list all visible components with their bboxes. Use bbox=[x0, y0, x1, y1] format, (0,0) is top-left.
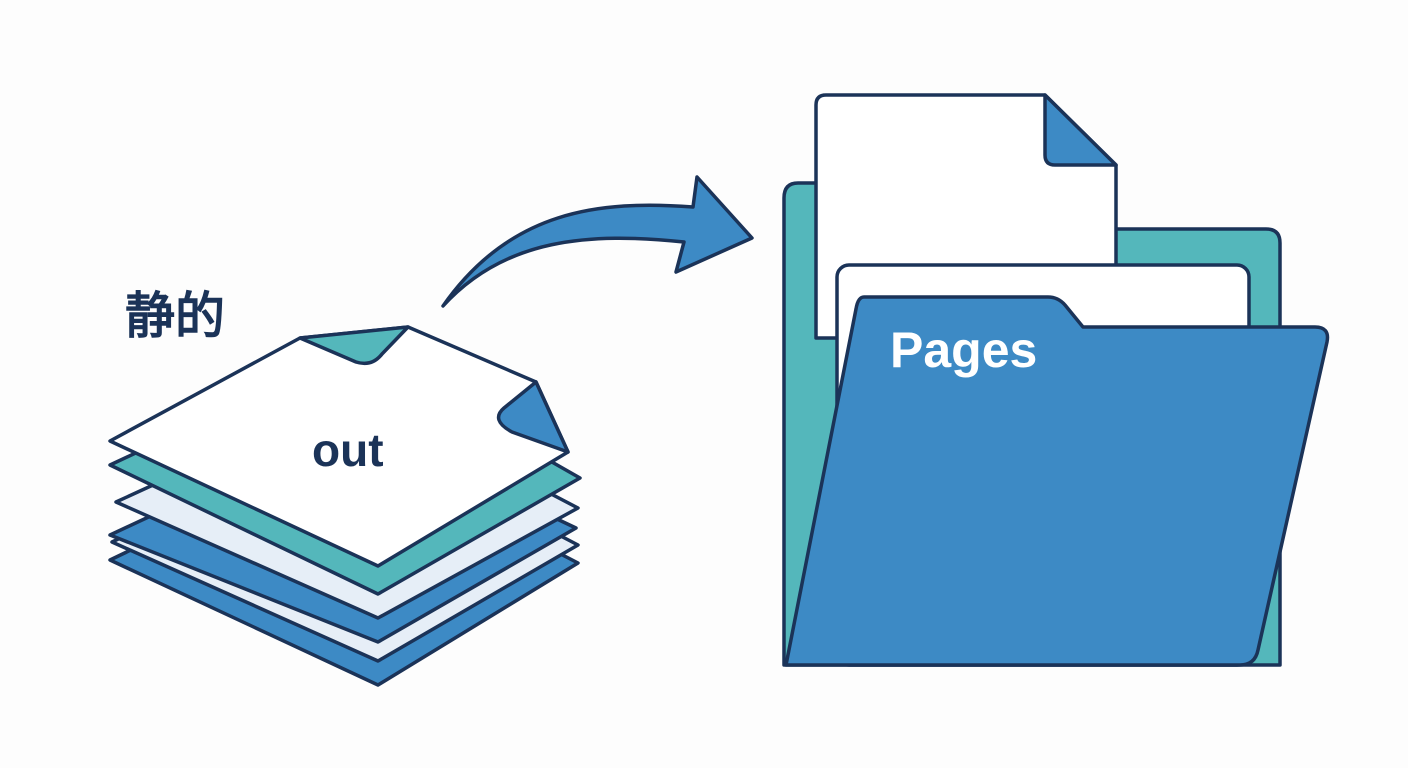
paper-stack-icon: out bbox=[108, 325, 582, 687]
folder-front bbox=[784, 295, 1330, 667]
pages-label: Pages bbox=[890, 322, 1037, 378]
folder-icon: Pages bbox=[782, 93, 1330, 667]
static-label: 静的 bbox=[125, 287, 225, 345]
back-document-fold bbox=[1043, 93, 1118, 167]
curved-arrow-icon bbox=[441, 175, 754, 308]
top-sheet-fold-flap bbox=[298, 325, 410, 366]
out-label: out bbox=[312, 424, 384, 476]
top-sheet-corner-curl bbox=[496, 380, 570, 454]
